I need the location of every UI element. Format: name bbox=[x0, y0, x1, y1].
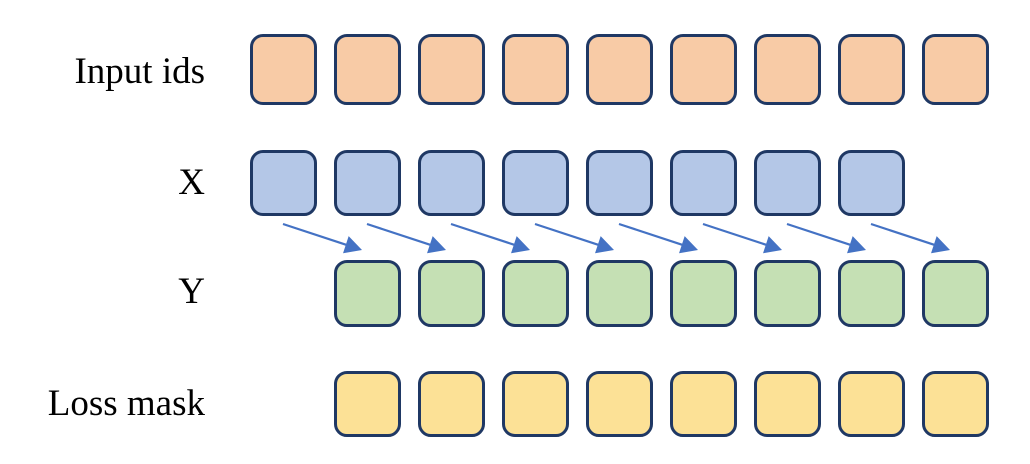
shift-arrow-head-7 bbox=[931, 236, 950, 254]
cell-y-6 bbox=[838, 260, 905, 327]
shift-arrow-line-5 bbox=[702, 222, 769, 247]
shift-arrow-head-2 bbox=[511, 236, 530, 254]
cell-loss-mask-2 bbox=[502, 371, 569, 437]
cell-loss-mask-1 bbox=[418, 371, 485, 437]
cell-input-ids-1 bbox=[334, 34, 401, 105]
cell-input-ids-7 bbox=[838, 34, 905, 105]
cell-x-6 bbox=[754, 150, 821, 216]
shift-arrow-line-6 bbox=[786, 222, 853, 247]
row-label-loss-mask: Loss mask bbox=[47, 383, 205, 424]
cell-loss-mask-7 bbox=[922, 371, 989, 437]
shift-arrow-line-1 bbox=[366, 222, 433, 247]
row-label-y: Y bbox=[178, 271, 205, 312]
shift-arrow-head-3 bbox=[595, 236, 614, 254]
shift-arrow-head-0 bbox=[343, 236, 362, 254]
cell-x-1 bbox=[334, 150, 401, 216]
cell-y-4 bbox=[670, 260, 737, 327]
cell-x-4 bbox=[586, 150, 653, 216]
cell-x-5 bbox=[670, 150, 737, 216]
shift-arrow-line-4 bbox=[618, 222, 685, 247]
cell-y-7 bbox=[922, 260, 989, 327]
cell-input-ids-6 bbox=[754, 34, 821, 105]
cell-loss-mask-0 bbox=[334, 371, 401, 437]
shift-arrow-line-2 bbox=[450, 222, 517, 247]
cell-input-ids-0 bbox=[250, 34, 317, 105]
cell-x-7 bbox=[838, 150, 905, 216]
cell-y-1 bbox=[418, 260, 485, 327]
cell-x-0 bbox=[250, 150, 317, 216]
cell-input-ids-3 bbox=[502, 34, 569, 105]
cell-input-ids-2 bbox=[418, 34, 485, 105]
row-label-x: X bbox=[178, 162, 205, 203]
cell-x-3 bbox=[502, 150, 569, 216]
cell-y-3 bbox=[586, 260, 653, 327]
cell-y-2 bbox=[502, 260, 569, 327]
cell-loss-mask-3 bbox=[586, 371, 653, 437]
shift-arrow-line-7 bbox=[870, 222, 937, 247]
shift-arrow-line-0 bbox=[282, 222, 349, 247]
cell-x-2 bbox=[418, 150, 485, 216]
shift-arrow-head-5 bbox=[763, 236, 782, 254]
cell-input-ids-4 bbox=[586, 34, 653, 105]
cell-y-0 bbox=[334, 260, 401, 327]
shift-arrow-line-3 bbox=[534, 222, 601, 247]
shift-arrow-head-4 bbox=[679, 236, 698, 254]
cell-input-ids-5 bbox=[670, 34, 737, 105]
cell-loss-mask-4 bbox=[670, 371, 737, 437]
shift-arrow-head-1 bbox=[427, 236, 446, 254]
row-label-input-ids: Input ids bbox=[74, 51, 205, 92]
cell-loss-mask-6 bbox=[838, 371, 905, 437]
cell-input-ids-8 bbox=[922, 34, 989, 105]
cell-loss-mask-5 bbox=[754, 371, 821, 437]
shift-arrow-head-6 bbox=[847, 236, 866, 254]
cell-y-5 bbox=[754, 260, 821, 327]
